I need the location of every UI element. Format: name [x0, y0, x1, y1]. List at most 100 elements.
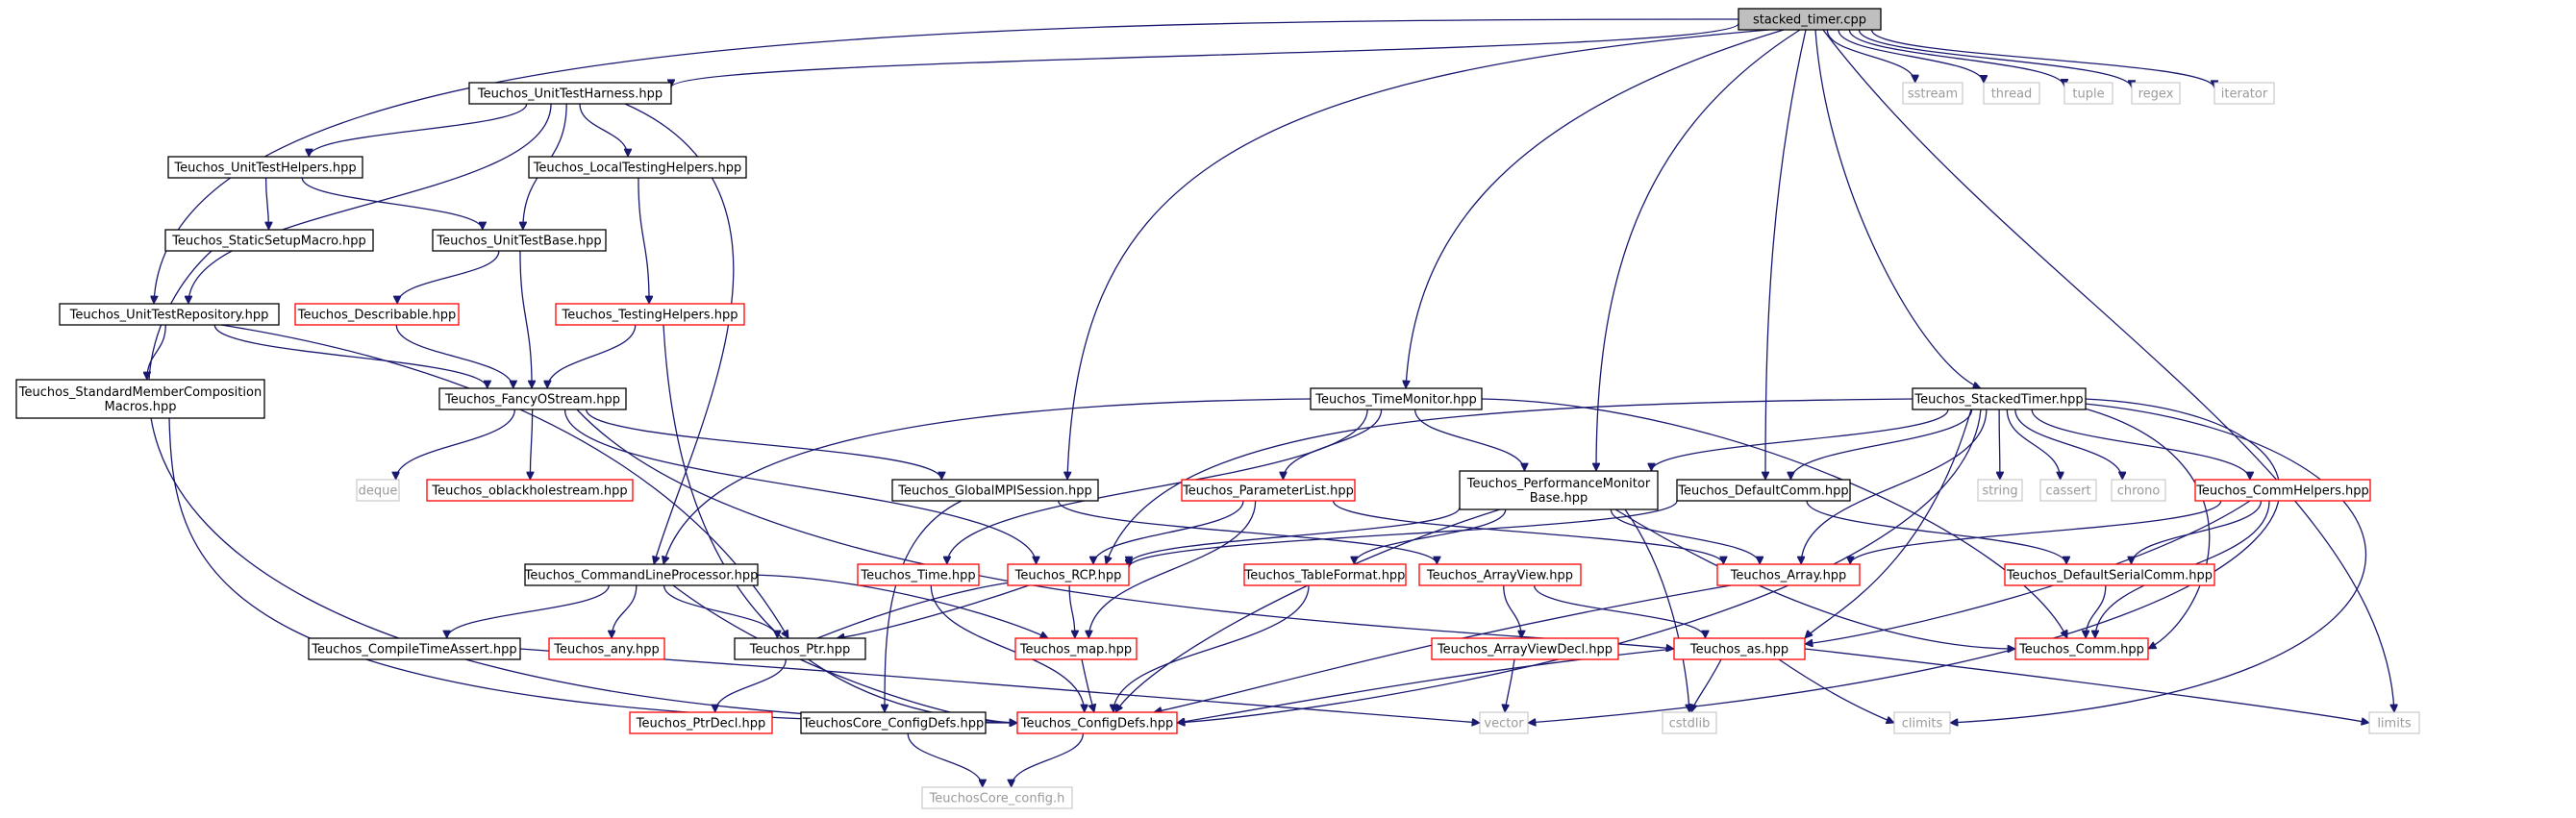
node-array[interactable]: Teuchos_Array.hpp	[1716, 563, 1861, 586]
node-configdefs[interactable]: Teuchos_ConfigDefs.hpp	[1016, 711, 1178, 734]
node-label: string	[1982, 484, 2017, 499]
node-box	[432, 229, 607, 252]
node-box	[1676, 479, 1851, 502]
node-vector: vector	[1479, 711, 1529, 734]
node-any[interactable]: Teuchos_any.hpp	[548, 637, 665, 660]
node-box	[1016, 711, 1178, 734]
node-unittestharness[interactable]: Teuchos_UnitTestHarness.hpp	[468, 82, 672, 105]
node-box	[629, 711, 773, 734]
node-label: Teuchos_Ptr.hpp	[749, 643, 851, 657]
edge-unittestbase-to-fancyostream	[519, 250, 532, 388]
edge-stacked_timer-to-globalmpi	[1067, 29, 1770, 480]
node-fancyostream[interactable]: Teuchos_FancyOStream.hpp	[438, 387, 627, 410]
node-comm[interactable]: Teuchos_Comm.hpp	[2014, 637, 2149, 660]
edge-stackedtimer_hpp-to-rcp	[1106, 398, 1914, 564]
node-label: Teuchos_UnitTestHelpers.hpp	[173, 161, 356, 176]
node-staticsetupmacro[interactable]: Teuchos_StaticSetupMacro.hpp	[164, 229, 374, 252]
edge-arrayviewdecl-to-vector	[1505, 658, 1515, 712]
node-localtestinghelpers[interactable]: Teuchos_LocalTestingHelpers.hpp	[528, 156, 747, 179]
node-label: sstream	[1908, 87, 1958, 102]
node-stacked_timer[interactable]: stacked_timer.cpp	[1738, 8, 1882, 31]
node-coreconfigdefs[interactable]: TeuchosCore_ConfigDefs.hpp	[800, 711, 987, 734]
node-label: deque	[359, 484, 398, 499]
edge-rcp-to-map	[1068, 584, 1075, 638]
edge-rcp-to-ptr	[837, 584, 1030, 638]
node-string: string	[1977, 479, 2023, 502]
edge-compiletimeassert-to-vector	[519, 648, 1480, 723]
edge-unittestharness-to-unittestrepository	[188, 103, 552, 304]
edge-stacked_timer-to-tuple	[1848, 29, 2064, 87]
node-testinghelpers[interactable]: Teuchos_TestingHelpers.hpp	[555, 303, 745, 326]
node-arrayviewdecl[interactable]: Teuchos_ArrayViewDecl.hpp	[1431, 637, 1619, 660]
node-box	[468, 82, 672, 105]
edge-timemonitor-to-time	[947, 409, 1368, 564]
node-ptrdecl[interactable]: Teuchos_PtrDecl.hpp	[629, 711, 773, 734]
node-unittesthelpers[interactable]: Teuchos_UnitTestHelpers.hpp	[167, 156, 363, 179]
edge-tableformat-to-configdefs	[1113, 584, 1310, 712]
node-cassert: cassert	[2039, 479, 2097, 502]
edge-stackedtimer_hpp-to-perfmonitor	[1651, 409, 1949, 471]
edge-parameterlist-to-map	[1088, 500, 1257, 638]
node-label: Teuchos_RCP.hpp	[1014, 569, 1122, 583]
node-stdmembercomp[interactable]: Teuchos_StandardMemberCompositionMacros.…	[15, 379, 265, 419]
node-label: Teuchos_ConfigDefs.hpp	[1020, 717, 1174, 731]
node-unittestbase[interactable]: Teuchos_UnitTestBase.hpp	[432, 229, 607, 252]
node-time[interactable]: Teuchos_Time.hpp	[857, 563, 980, 586]
node-stackedtimer_hpp[interactable]: Teuchos_StackedTimer.hpp	[1912, 387, 2087, 410]
node-label: Teuchos_ArrayViewDecl.hpp	[1437, 643, 1613, 657]
node-label: Teuchos_as.hpp	[1689, 643, 1788, 657]
node-box	[734, 637, 866, 660]
node-label: chrono	[2117, 484, 2161, 499]
node-box	[2039, 479, 2097, 502]
edge-stackedtimer_hpp-to-configdefs	[1177, 409, 1982, 723]
node-label: TeuchosCore_ConfigDefs.hpp	[802, 717, 985, 731]
edge-parameterlist-to-array	[1332, 500, 1724, 564]
edge-unittestrepository-to-ptr	[220, 324, 789, 638]
node-box	[2014, 637, 2149, 660]
node-unittestrepository[interactable]: Teuchos_UnitTestRepository.hpp	[59, 303, 280, 326]
edge-stackedtimer_hpp-to-as	[1805, 409, 1972, 638]
edge-stacked_timer-to-stackedtimer_hpp	[1814, 29, 1981, 388]
node-label: Teuchos_ArrayView.hpp	[1426, 569, 1573, 583]
node-ptr[interactable]: Teuchos_Ptr.hpp	[734, 637, 866, 660]
node-as[interactable]: Teuchos_as.hpp	[1673, 637, 1806, 660]
node-label: limits	[2377, 717, 2412, 731]
node-map[interactable]: Teuchos_map.hpp	[1014, 637, 1138, 660]
edge-defaultcomm-to-rcp	[1129, 500, 1678, 567]
node-label: Base.hpp	[1530, 491, 1588, 506]
edge-stacked_timer-to-defaultcomm	[1765, 29, 1807, 480]
node-parameterlist[interactable]: Teuchos_ParameterList.hpp	[1181, 479, 1356, 502]
node-box	[356, 479, 400, 502]
node-arrayview[interactable]: Teuchos_ArrayView.hpp	[1418, 563, 1582, 586]
node-limits: limits	[2368, 711, 2420, 734]
node-label: Teuchos_TestingHelpers.hpp	[562, 309, 738, 323]
node-label: Teuchos_oblackholestream.hpp	[431, 484, 627, 499]
node-timemonitor[interactable]: Teuchos_TimeMonitor.hpp	[1310, 387, 1483, 410]
node-rcp[interactable]: Teuchos_RCP.hpp	[1007, 563, 1130, 586]
node-box	[524, 563, 759, 586]
edge-commhelpers-to-as	[1805, 500, 2251, 644]
node-label: Teuchos_GlobalMPISession.hpp	[897, 484, 1091, 499]
node-box	[2111, 479, 2166, 502]
node-defaultserialcomm[interactable]: Teuchos_DefaultSerialComm.hpp	[2004, 563, 2215, 586]
node-cmdline[interactable]: Teuchos_CommandLineProcessor.hpp	[524, 563, 759, 586]
node-tableformat[interactable]: Teuchos_TableFormat.hpp	[1243, 563, 1407, 586]
node-describable[interactable]: Teuchos_Describable.hpp	[294, 303, 460, 326]
edge-fancyostream-to-deque	[396, 409, 516, 480]
node-box	[1912, 387, 2087, 410]
node-globalmpi[interactable]: Teuchos_GlobalMPISession.hpp	[891, 479, 1099, 502]
edge-stacked_timer-to-sstream	[1826, 29, 1914, 83]
node-label: Teuchos_CommandLineProcessor.hpp	[524, 569, 759, 583]
node-label: TeuchosCore_config.h	[929, 792, 1065, 806]
node-label: Teuchos_map.hpp	[1019, 643, 1132, 657]
edge-stackedtimer_hpp-to-string	[1999, 409, 2000, 480]
node-commhelpers[interactable]: Teuchos_CommHelpers.hpp	[2194, 479, 2371, 502]
edge-array-to-configdefs	[1154, 584, 1732, 712]
node-iterator: iterator	[2213, 82, 2275, 105]
node-box	[1007, 563, 1130, 586]
node-defaultcomm[interactable]: Teuchos_DefaultComm.hpp	[1676, 479, 1851, 502]
node-oblackhole[interactable]: Teuchos_oblackholestream.hpp	[426, 479, 634, 502]
node-compiletimeassert[interactable]: Teuchos_CompileTimeAssert.hpp	[308, 637, 521, 660]
